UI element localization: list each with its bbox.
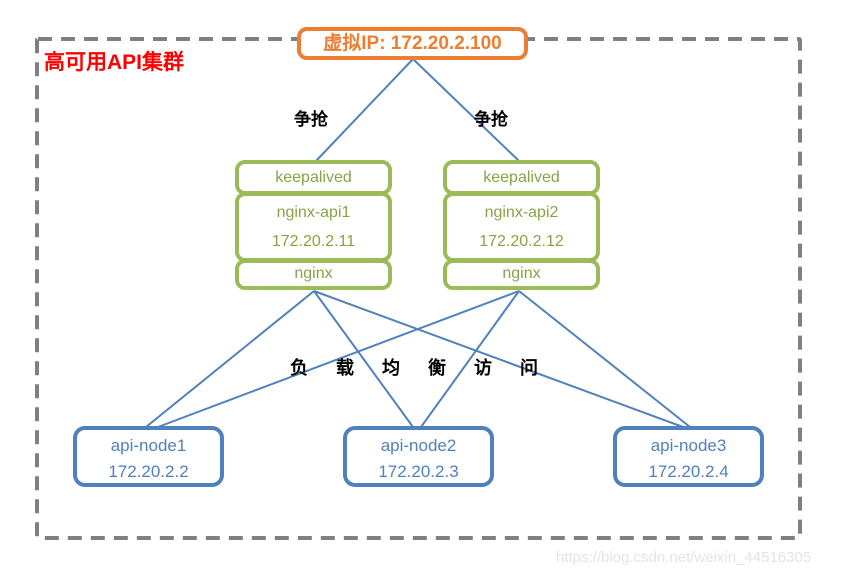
- nginx-api1-name: nginx-api1: [276, 204, 351, 221]
- api-node-3-ip: 172.20.2.4: [648, 462, 729, 481]
- keepalived-box-2: keepalived: [443, 160, 600, 195]
- blog-watermark: https://blog.csdn.net/weixin_44516305: [556, 549, 812, 566]
- contend-label-right: 争抢: [474, 110, 508, 129]
- nginx-api2-ip: 172.20.2.12: [479, 233, 564, 250]
- api-node-1-name: api-node1: [110, 436, 187, 455]
- load-balance-access-label: 负载均衡访问: [290, 358, 566, 378]
- api-node-3-box: api-node3 172.20.2.4: [613, 426, 764, 487]
- connector-vip-to-nginx-api2: [412, 58, 520, 162]
- api-node-3-name: api-node3: [650, 436, 727, 455]
- nginx-api2-box: nginx-api2 172.20.2.12: [443, 192, 600, 262]
- contend-label-left: 争抢: [294, 110, 328, 129]
- connector-nginx1-to-node1: [145, 290, 315, 428]
- nginx-api1-box: nginx-api1 172.20.2.11: [235, 192, 392, 262]
- connector-vip-to-nginx-api1: [315, 58, 414, 162]
- connector-nginx1-to-node2: [313, 290, 414, 428]
- lb-node-1-group: keepalived nginx-api1 172.20.2.11 nginx: [235, 160, 392, 290]
- connector-nginx1-to-node3: [313, 290, 684, 428]
- keepalived-box-1: keepalived: [235, 160, 392, 195]
- virtual-ip-box: 虚拟IP: 172.20.2.100: [297, 27, 528, 60]
- connector-nginx2-to-node1: [157, 290, 520, 428]
- nginx-box-2: nginx: [443, 259, 600, 290]
- api-node-1-box: api-node1 172.20.2.2: [73, 426, 224, 487]
- connector-nginx2-to-node3: [518, 290, 691, 428]
- nginx-box-1: nginx: [235, 259, 392, 290]
- api-node-2-box: api-node2 172.20.2.3: [343, 426, 494, 487]
- lb-node-2-group: keepalived nginx-api2 172.20.2.12 nginx: [443, 160, 600, 290]
- nginx-api1-ip: 172.20.2.11: [271, 233, 356, 250]
- diagram-title: 高可用API集群: [44, 51, 185, 74]
- api-node-2-name: api-node2: [380, 436, 457, 455]
- nginx-api2-name: nginx-api2: [484, 204, 559, 221]
- connector-nginx2-to-node2: [420, 290, 520, 428]
- api-node-1-ip: 172.20.2.2: [108, 462, 189, 481]
- api-node-2-ip: 172.20.2.3: [378, 462, 459, 481]
